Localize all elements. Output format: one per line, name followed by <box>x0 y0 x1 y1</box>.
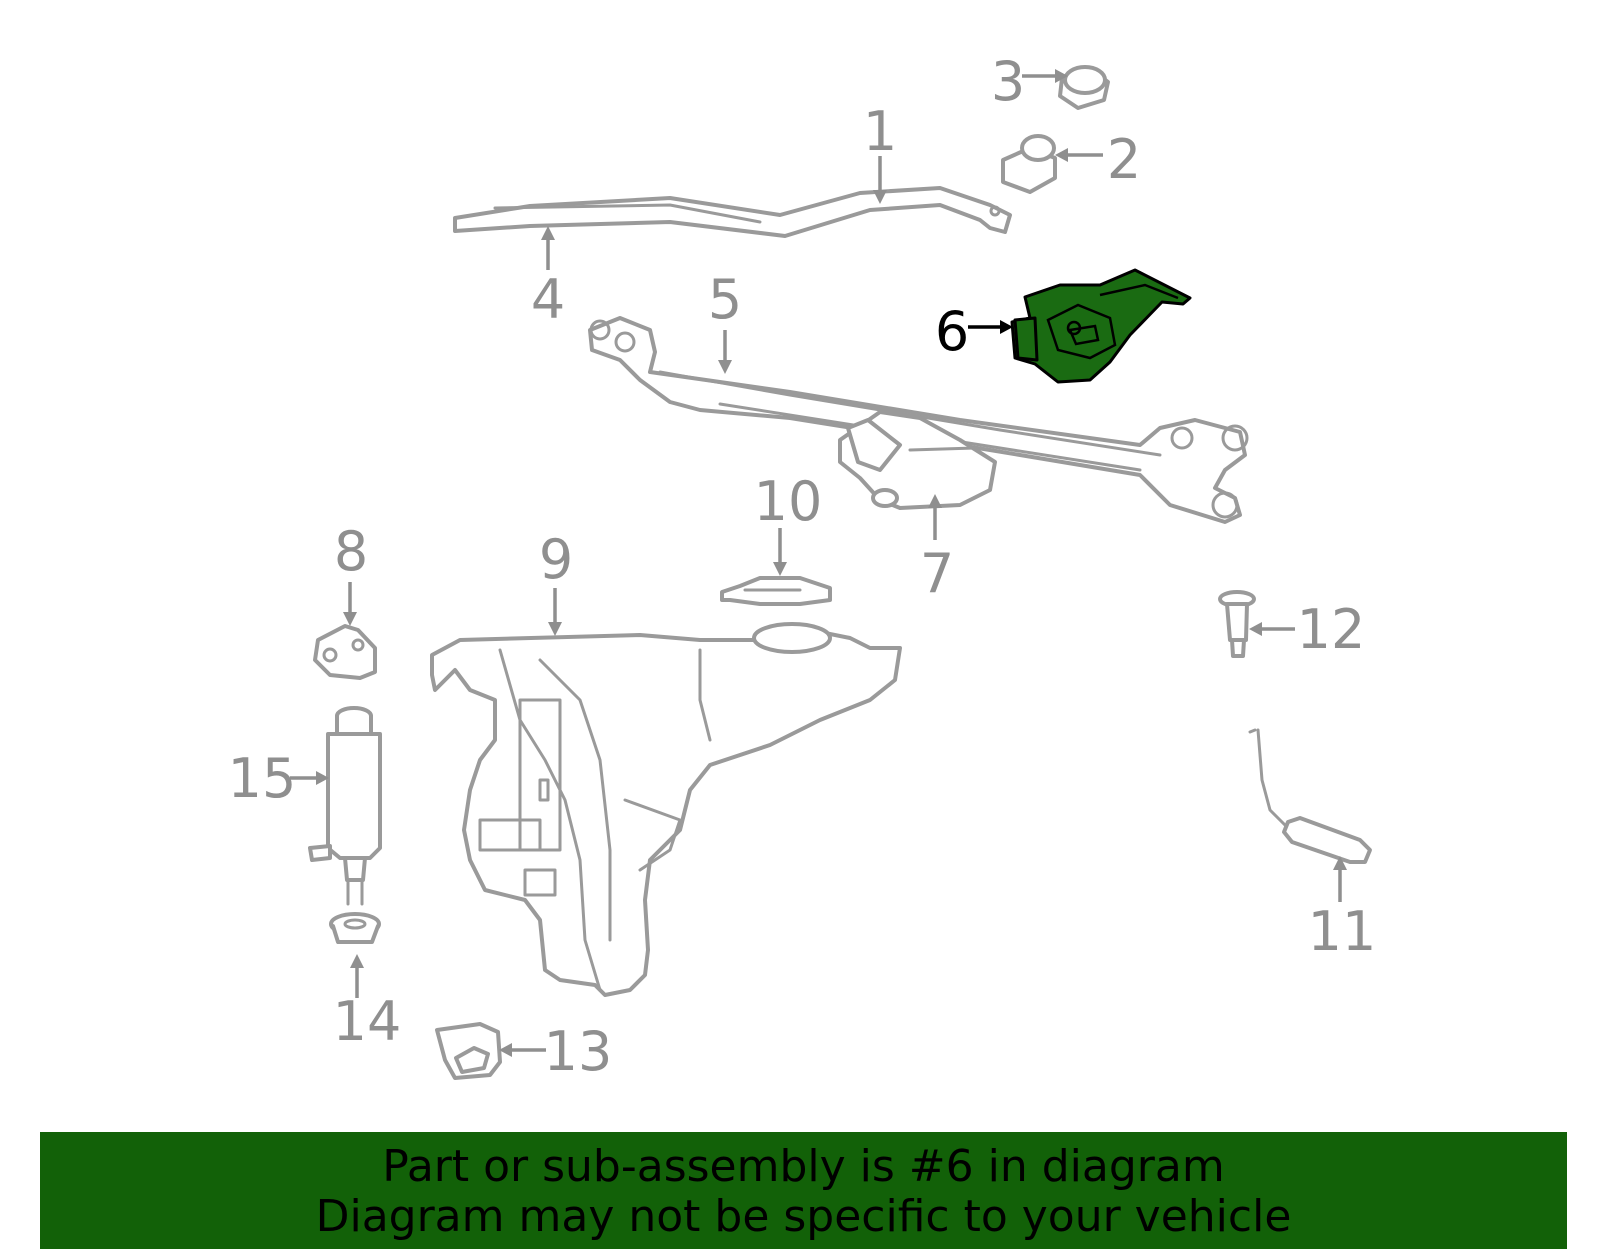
callout-12: 12 <box>1297 598 1366 661</box>
part-7-motor[interactable] <box>838 410 997 510</box>
callout-2: 2 <box>1107 128 1141 191</box>
callout-9: 9 <box>539 528 573 591</box>
callout-15: 15 <box>228 747 297 810</box>
callout-arrows <box>290 69 1347 1057</box>
callout-10: 10 <box>754 470 823 533</box>
part-2-nut[interactable] <box>1001 134 1057 194</box>
callout-6: 6 <box>935 300 969 363</box>
part-15-pump[interactable] <box>308 706 382 906</box>
callout-4: 4 <box>531 268 565 331</box>
info-banner: Part or sub-assembly is #6 in diagram Di… <box>40 1132 1567 1249</box>
callout-5: 5 <box>708 268 742 331</box>
part-9-reservoir[interactable] <box>430 622 902 997</box>
part-12-grommet[interactable] <box>1218 590 1256 658</box>
callout-11: 11 <box>1308 900 1377 963</box>
part-13-clip[interactable] <box>435 1022 502 1080</box>
callout-1: 1 <box>863 100 897 163</box>
callout-8: 8 <box>334 520 368 583</box>
callout-3: 3 <box>991 50 1025 113</box>
part-3-cap[interactable] <box>1058 65 1110 110</box>
part-6-motor-bracket[interactable] <box>1010 268 1192 384</box>
callout-14: 14 <box>333 990 402 1053</box>
part-10-seal[interactable] <box>720 576 832 606</box>
part-1-wiper-arm[interactable] <box>453 186 1012 238</box>
callout-labels: 1 2 3 4 5 6 7 8 9 10 11 12 13 14 15 <box>228 50 1377 1083</box>
part-11-hose[interactable] <box>1248 728 1372 864</box>
part-8-bracket[interactable] <box>313 624 377 680</box>
callout-13: 13 <box>544 1020 613 1083</box>
banner-line-1: Part or sub-assembly is #6 in diagram <box>382 1141 1225 1192</box>
part-14-seal[interactable] <box>329 912 381 944</box>
banner-line-2: Diagram may not be specific to your vehi… <box>315 1191 1292 1242</box>
callout-7: 7 <box>920 542 954 605</box>
